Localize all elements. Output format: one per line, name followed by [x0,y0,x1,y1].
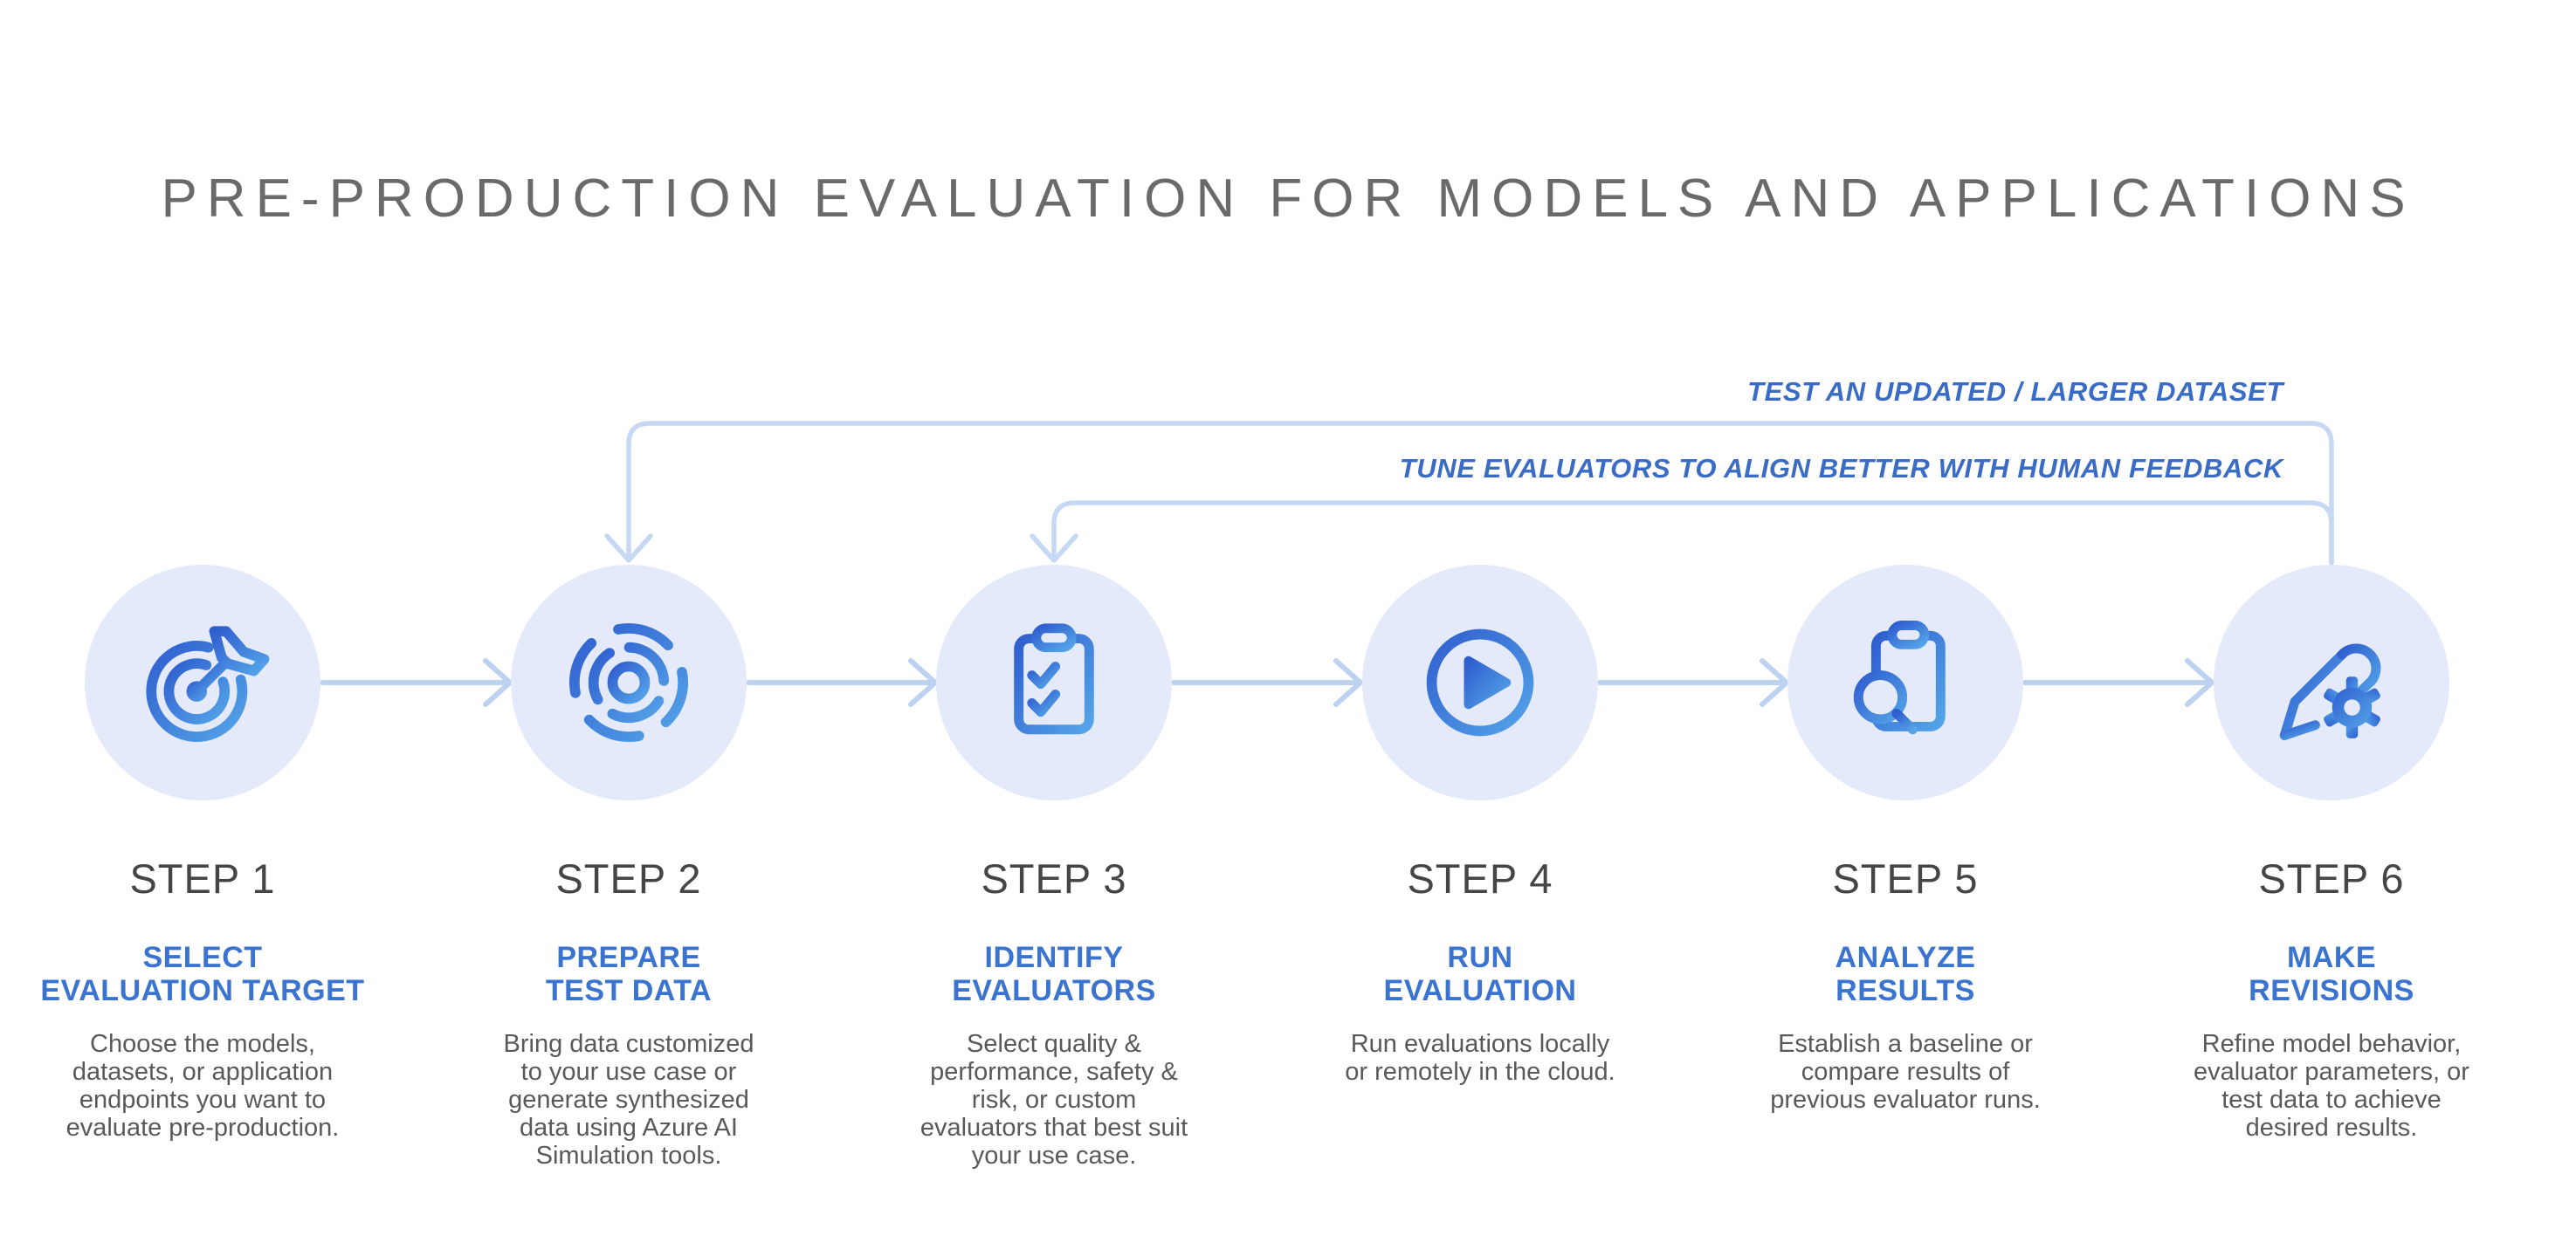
step4-subtitle: RUN EVALUATION [1383,941,1577,1007]
step6-subtitle: MAKE REVISIONS [2249,941,2414,1007]
step1-label: STEP 1 [129,855,276,902]
loop-arrowhead-step3 [1030,533,1078,563]
pulse-radar-icon [568,622,689,743]
step-column-5: STEP 5 ANALYZE RESULTS Establish a basel… [1696,565,2115,1114]
step-column-4: STEP 4 RUN EVALUATION Run evaluations lo… [1271,565,1690,1086]
step1-circle [85,565,320,800]
step6-circle [2214,565,2449,800]
step2-description: Bring data customized to your use case o… [503,1030,754,1170]
pencil-gear-icon [2279,643,2381,740]
step1-subtitle: SELECT EVALUATION TARGET [40,941,365,1007]
step-column-6: STEP 6 MAKE REVISIONS Refine model behav… [2122,565,2541,1142]
loop-to-step3 [1051,500,2334,566]
step-column-3: STEP 3 IDENTIFY EVALUATORS Select qualit… [844,565,1264,1170]
loop-to-step2 [626,421,2334,566]
step3-circle [936,565,1172,800]
step5-description: Establish a baseline or compare results … [1770,1030,2041,1114]
step-flow-arrows [320,658,2214,707]
step5-circle [1787,565,2023,800]
step3-description: Select quality & performance, safety & r… [920,1030,1188,1170]
step2-subtitle: PREPARE TEST DATA [545,941,713,1007]
page-title: PRE-PRODUCTION EVALUATION FOR MODELS AND… [161,168,2415,229]
step6-description: Refine model behavior, evaluator paramet… [2194,1030,2469,1142]
step2-label: STEP 2 [555,855,702,902]
step5-subtitle: ANALYZE RESULTS [1835,941,1976,1007]
play-circle-icon [1426,628,1534,737]
target-arrow-icon [146,626,270,742]
step4-description: Run evaluations locally or remotely in t… [1345,1030,1615,1086]
loop-arrowhead-step2 [604,533,653,563]
step6-label: STEP 6 [2258,855,2405,902]
step-column-2: STEP 2 PREPARE TEST DATA Bring data cust… [419,565,838,1170]
clipboard-checklist-icon [1014,623,1094,735]
step3-subtitle: IDENTIFY EVALUATORS [952,941,1156,1007]
feedback-label-tune-evaluators: TUNE EVALUATORS TO ALIGN BETTER WITH HUM… [1399,453,2283,484]
step1-description: Choose the models, datasets, or applicat… [65,1030,340,1142]
step4-circle [1362,565,1598,800]
step2-circle [511,565,747,800]
step5-label: STEP 5 [1832,855,1979,902]
step3-label: STEP 3 [981,855,1127,902]
step4-label: STEP 4 [1407,855,1553,902]
clipboard-search-icon [1853,621,1946,735]
feedback-loop-lines [604,421,2334,566]
step-column-1: STEP 1 SELECT EVALUATION TARGET Choose t… [0,565,412,1142]
feedback-label-test-updated-dataset: TEST AN UPDATED / LARGER DATASET [1747,376,2283,407]
